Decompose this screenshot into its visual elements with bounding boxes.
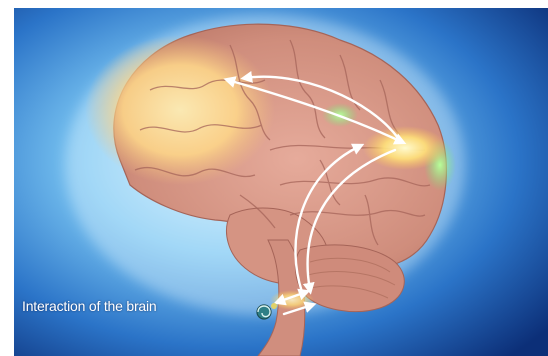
- caption-label: Interaction of the brain: [22, 298, 157, 314]
- frontal-glow: [85, 35, 275, 185]
- top-border: [0, 0, 548, 8]
- left-border: [0, 0, 14, 356]
- hotspot: [363, 126, 447, 170]
